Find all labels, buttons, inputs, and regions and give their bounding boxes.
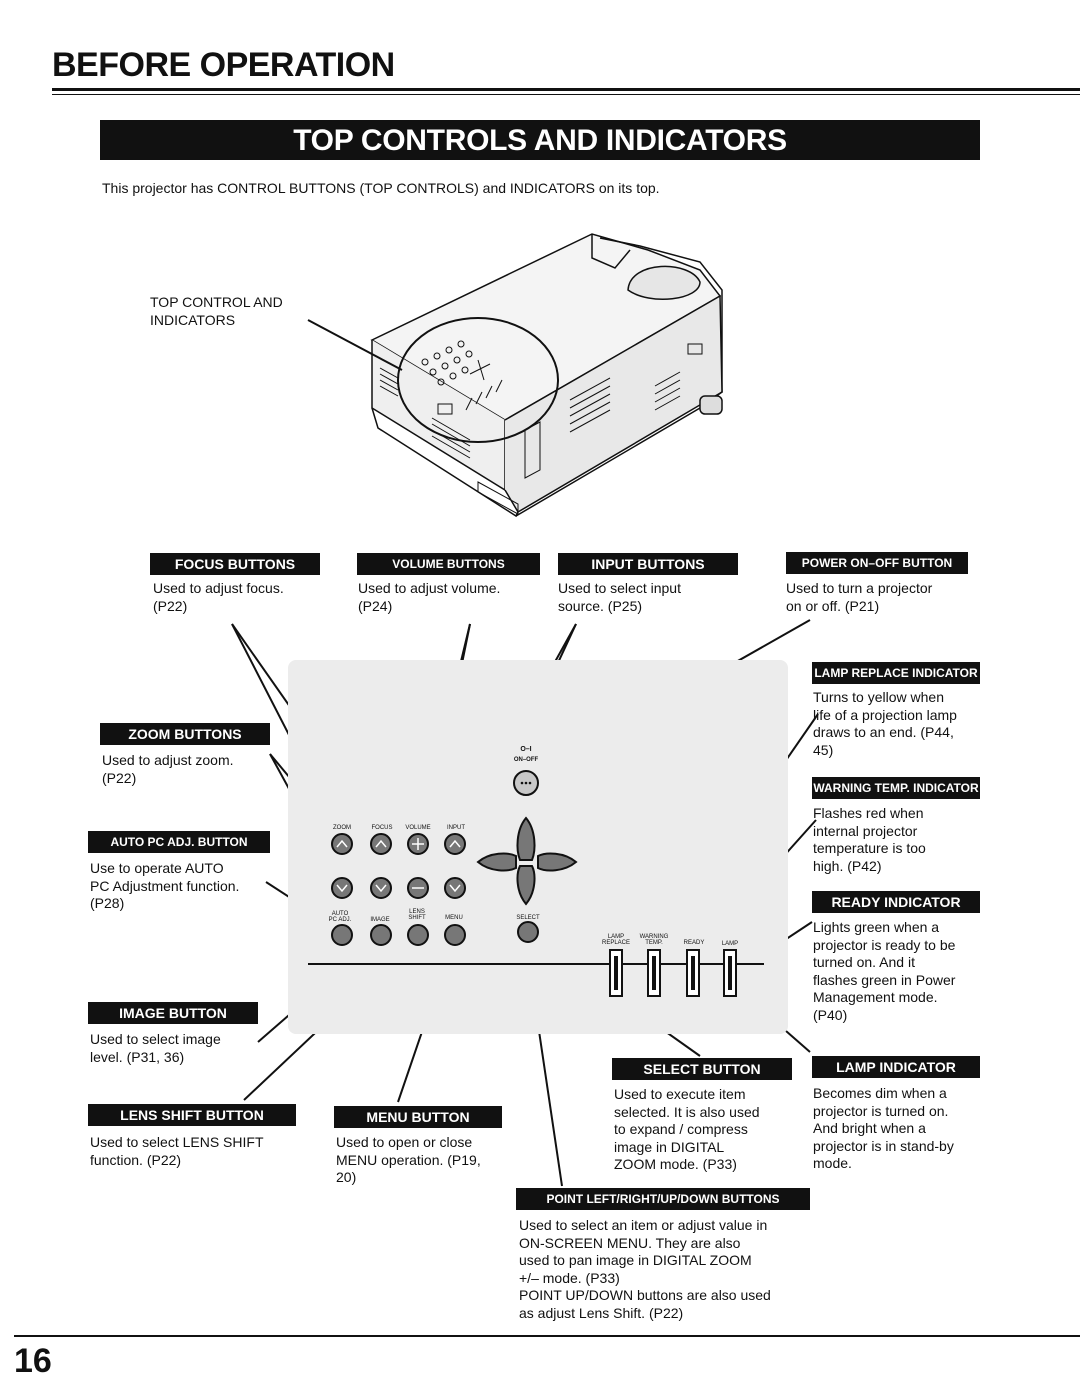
header-rule — [52, 88, 1080, 91]
image-button-label: IMAGE BUTTON — [88, 1002, 258, 1024]
ready-indicator — [686, 949, 700, 997]
focus-buttons-desc: Used to adjust focus. (P22) — [153, 580, 284, 614]
menu-button — [444, 924, 466, 946]
lens-shift-button-label: LENS SHIFT BUTTON — [88, 1104, 296, 1126]
point-up-button — [516, 816, 536, 861]
panel-label-zoom: ZOOM — [333, 825, 351, 831]
lens-shift-button — [407, 924, 429, 946]
lens-shift-button-desc: Used to select LENS SHIFT function. (P22… — [90, 1134, 264, 1168]
warning-temp-indicator — [647, 949, 661, 997]
panel-label-on-off: ON–OFF — [514, 757, 539, 763]
projector-illustration — [307, 233, 723, 518]
lamp-indicator-desc: Becomes dim when a projector is turned o… — [813, 1085, 954, 1171]
panel-label-focus: FOCUS — [372, 825, 393, 831]
input-up-button — [444, 833, 466, 855]
footer-rule — [14, 1335, 1080, 1337]
section-title: BEFORE OPERATION — [52, 46, 395, 84]
panel-label-power-symbol: O–I — [520, 746, 531, 753]
page-title: TOP CONTROLS AND INDICATORS — [100, 120, 980, 160]
focus-down-button — [370, 877, 392, 899]
select-button — [517, 921, 539, 943]
panel-label-auto: AUTO — [332, 911, 349, 917]
panel-label-shift: SHIFT — [408, 915, 426, 921]
warning-temp-indicator-label: WARNING TEMP. INDICATOR — [812, 777, 980, 799]
lamp-indicator — [723, 949, 737, 997]
panel-label-lens: LENS — [409, 909, 425, 915]
callout-line-1: TOP CONTROL AND — [150, 294, 283, 310]
input-down-button — [444, 877, 466, 899]
image-button — [370, 924, 392, 946]
menu-button-label: MENU BUTTON — [334, 1106, 502, 1128]
volume-plus-button — [407, 833, 429, 855]
zoom-buttons-label: ZOOM BUTTONS — [100, 723, 270, 745]
volume-buttons-desc: Used to adjust volume. (P24) — [358, 580, 501, 614]
volume-buttons-label: VOLUME BUTTONS — [357, 553, 540, 575]
control-panel-diagram: ZOOM FOCUS VOLUME INPUT AUTO PC ADJ. IMA… — [308, 746, 764, 997]
focus-buttons-label: FOCUS BUTTONS — [150, 553, 320, 575]
panel-label-temp: TEMP. — [645, 940, 663, 946]
page-number: 16 — [14, 1342, 52, 1380]
panel-label-ready: READY — [684, 940, 705, 946]
panel-label-select: SELECT — [516, 915, 540, 921]
image-button-desc: Used to select image level. (P31, 36) — [90, 1031, 221, 1065]
input-buttons-label: INPUT BUTTONS — [558, 553, 738, 575]
lamp-replace-indicator-desc: Turns to yellow when life of a projectio… — [813, 689, 957, 758]
select-button-desc: Used to execute item selected. It is als… — [614, 1086, 760, 1172]
ready-indicator-desc: Lights green when a projector is ready t… — [813, 919, 956, 1023]
zoom-down-button — [331, 877, 353, 899]
power-on-off-button-label: POWER ON–OFF BUTTON — [786, 552, 968, 574]
lamp-indicator-label: LAMP INDICATOR — [812, 1056, 980, 1078]
point-buttons-label: POINT LEFT/RIGHT/UP/DOWN BUTTONS — [516, 1188, 810, 1210]
ready-indicator-label: READY INDICATOR — [812, 891, 980, 913]
volume-minus-button — [407, 877, 429, 899]
power-button — [513, 770, 539, 796]
focus-up-button — [370, 833, 392, 855]
panel-label-pc-adj: PC ADJ. — [329, 917, 352, 923]
callout-label: TOP CONTROL AND INDICATORS — [150, 294, 283, 329]
panel-label-volume: VOLUME — [405, 825, 430, 831]
callout-line-2: INDICATORS — [150, 311, 236, 328]
panel-label-input: INPUT — [447, 825, 465, 831]
header-rule-thin — [52, 94, 1080, 95]
point-left-button — [476, 852, 517, 872]
input-buttons-desc: Used to select input source. (P25) — [558, 580, 681, 614]
panel-label-lamp-replace-2: REPLACE — [602, 940, 630, 946]
panel-label-menu: MENU — [445, 915, 463, 921]
warning-temp-indicator-desc: Flashes red when internal projector temp… — [813, 805, 926, 874]
point-buttons-desc: Used to select an item or adjust value i… — [519, 1217, 771, 1321]
auto-pc-adj-button-label: AUTO PC ADJ. BUTTON — [88, 831, 270, 853]
select-button-label: SELECT BUTTON — [612, 1058, 792, 1080]
panel-label-lamp: LAMP — [722, 941, 738, 947]
power-on-off-button-desc: Used to turn a projector on or off. (P21… — [786, 580, 933, 614]
auto-pc-adj-button — [331, 924, 353, 946]
intro-text: This projector has CONTROL BUTTONS (TOP … — [102, 180, 660, 196]
auto-pc-adj-button-desc: Use to operate AUTO PC Adjustment functi… — [90, 860, 240, 911]
zoom-buttons-desc: Used to adjust zoom. (P22) — [102, 752, 234, 786]
point-down-button — [516, 865, 536, 906]
panel-label-image: IMAGE — [370, 917, 389, 923]
panel-label-warning: WARNING — [640, 934, 669, 940]
lamp-replace-indicator-label: LAMP REPLACE INDICATOR — [812, 662, 980, 684]
point-right-button — [537, 852, 578, 872]
panel-label-lamp-replace-1: LAMP — [608, 934, 624, 940]
menu-button-desc: Used to open or close MENU operation. (P… — [336, 1134, 481, 1185]
zoom-up-button — [331, 833, 353, 855]
lamp-replace-indicator — [609, 949, 623, 997]
